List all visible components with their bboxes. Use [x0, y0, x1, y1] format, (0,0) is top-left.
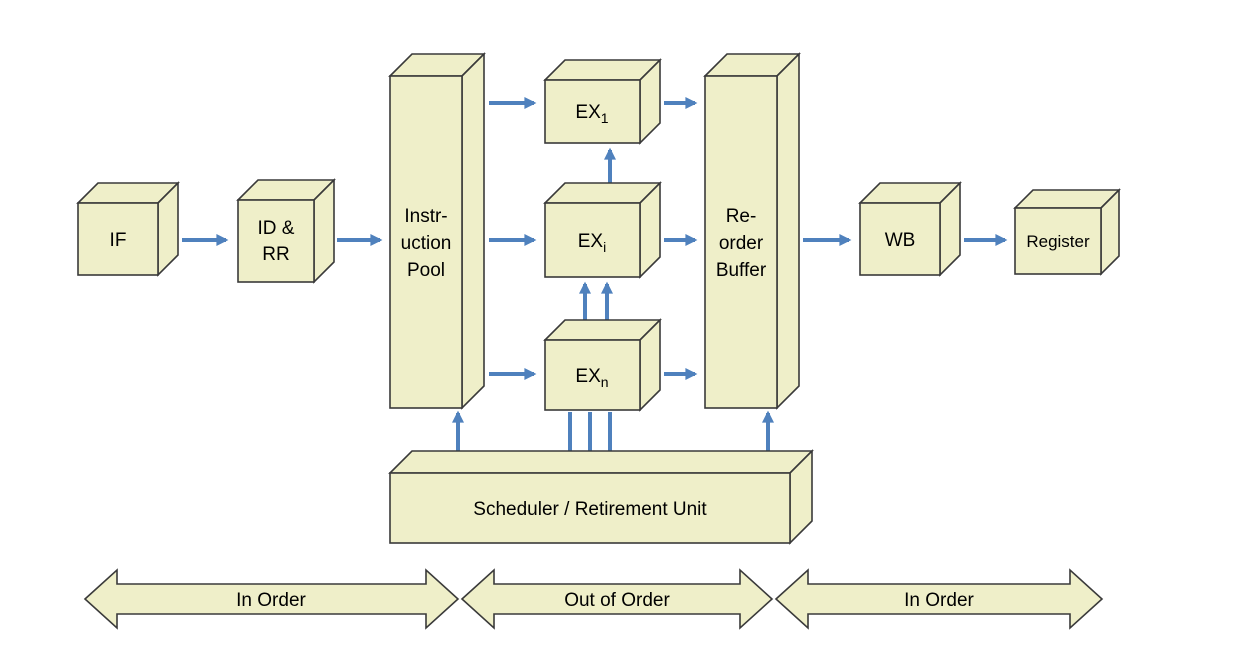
box-if: IF	[76, 181, 180, 277]
box-register-front-face	[1014, 207, 1102, 275]
box-scheduler-front-face	[389, 472, 791, 544]
box-register-label: Register	[1026, 232, 1090, 251]
box-if-front-face	[77, 202, 159, 276]
box-exn-label: EXn	[575, 366, 608, 390]
box-instruction-pool-front-face	[389, 75, 463, 409]
box-instruction-pool-label-line2: uction	[401, 233, 452, 254]
box-exn: EXn	[543, 318, 662, 412]
box-wb-label: WB	[885, 230, 916, 251]
box-wb: WB	[858, 181, 962, 277]
box-reorder-buffer-side-face	[776, 52, 800, 410]
box-exn-front-face	[544, 339, 641, 411]
banner-in-order-right	[774, 568, 1104, 630]
box-register: Register	[1013, 188, 1121, 276]
box-exi-front-face	[544, 202, 641, 278]
banner-out-of-order	[460, 568, 774, 630]
box-reorder-buffer: Re- order Buffer	[703, 52, 801, 410]
box-id-rr: ID & RR	[236, 178, 336, 284]
box-instruction-pool-label-line3: Pool	[407, 260, 445, 281]
box-instruction-pool-side-face	[461, 52, 485, 410]
box-id-rr-front-face	[237, 199, 315, 283]
box-instruction-pool: Instr- uction Pool	[388, 52, 486, 410]
box-reorder-buffer-label-line3: Buffer	[716, 260, 767, 281]
box-reorder-buffer-front-face	[704, 75, 778, 409]
box-scheduler: Scheduler / Retirement Unit	[388, 449, 814, 545]
box-ex1-label: EX1	[575, 102, 608, 126]
banner-in-order-left-label: In Order	[236, 590, 306, 611]
box-ex1: EX1	[543, 58, 662, 145]
box-wb-front-face	[859, 202, 941, 276]
box-exi-label: EXi	[578, 231, 606, 255]
box-exi: EXi	[543, 181, 662, 279]
box-instruction-pool-label-line1: Instr-	[404, 206, 447, 227]
banner-in-order-left	[83, 568, 460, 630]
banner-out-of-order-label: Out of Order	[564, 590, 670, 611]
box-id-rr-label-line2: RR	[262, 244, 289, 265]
box-scheduler-top-face	[388, 450, 814, 474]
box-ex1-front-face	[544, 79, 641, 144]
box-reorder-buffer-label-line1: Re-	[726, 206, 757, 227]
box-reorder-buffer-label-line2: order	[719, 233, 764, 254]
box-scheduler-label: Scheduler / Retirement Unit	[473, 499, 707, 520]
banner-in-order-right-label: In Order	[904, 590, 974, 611]
box-id-rr-label-line1: ID &	[258, 218, 295, 239]
box-if-label: IF	[110, 230, 127, 251]
phase-banners: In Order Out of Order In Order	[83, 568, 1104, 630]
